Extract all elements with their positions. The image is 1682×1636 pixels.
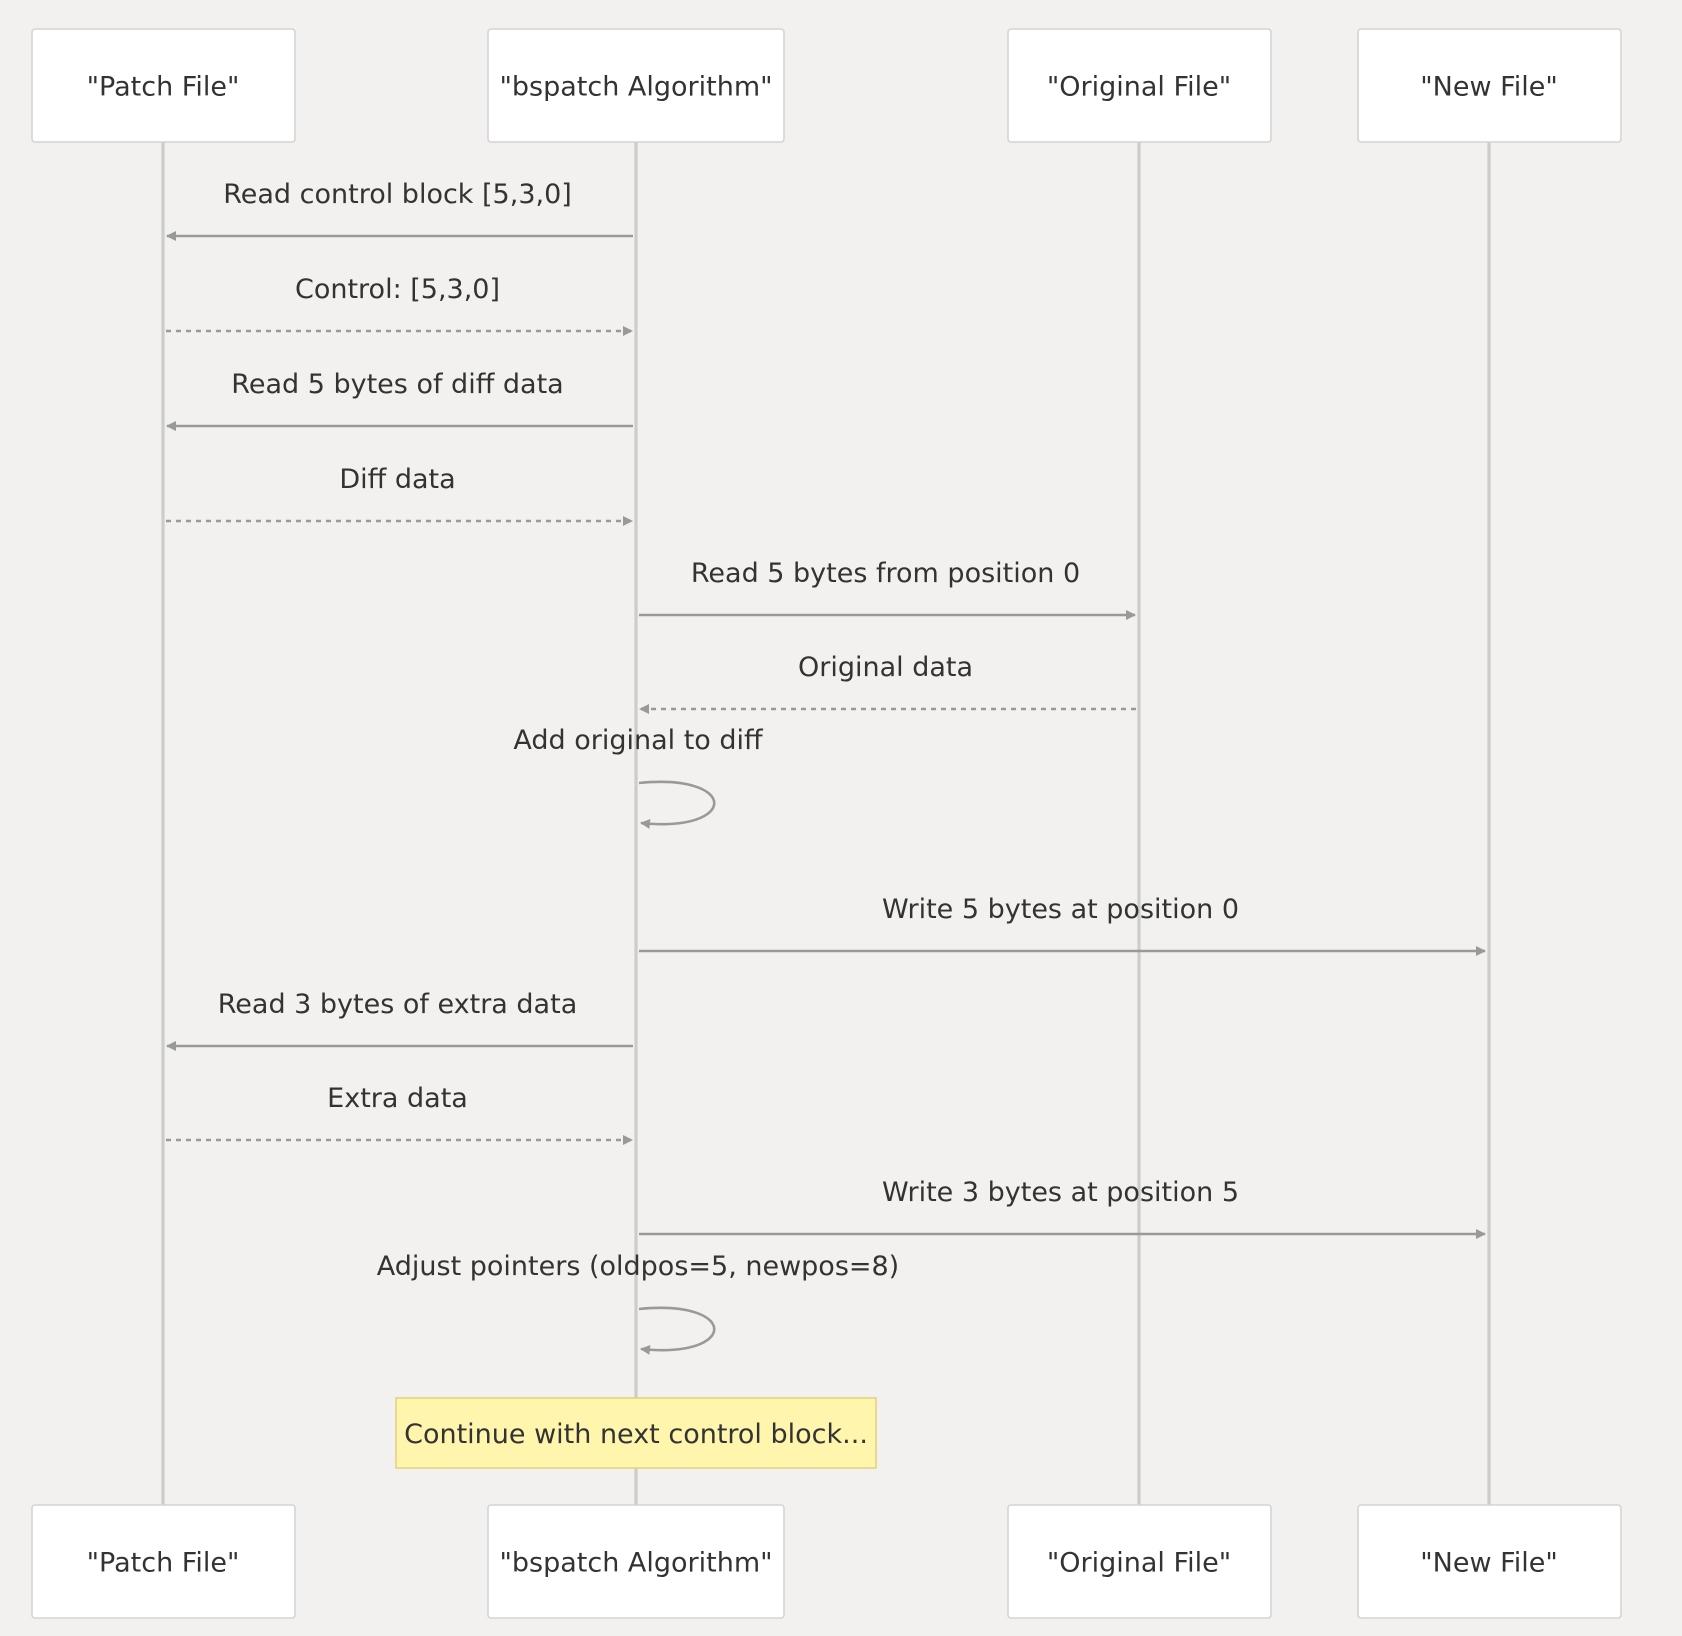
actor-box: [1007, 28, 1272, 143]
actor-label: "Patch File": [87, 72, 240, 103]
actor-label: "bspatch Algorithm": [499, 1548, 772, 1579]
message-1: Control: [5,3,0]: [166, 274, 633, 336]
note-box: [395, 1397, 877, 1469]
message-label: Read 3 bytes of extra data: [218, 989, 578, 1020]
actor-bspatch-top: "bspatch Algorithm": [487, 28, 785, 143]
actor-newfile-top: "New File": [1357, 28, 1622, 143]
message-10: Write 3 bytes at position 5: [639, 1177, 1486, 1239]
message-label: Read 5 bytes from position 0: [691, 558, 1080, 589]
message-label: Diff data: [339, 464, 455, 495]
message-label: Extra data: [327, 1083, 468, 1114]
actor-box: [487, 1504, 785, 1619]
self-message-arrow: [638, 780, 716, 829]
actor-patch-top: "Patch File": [31, 28, 296, 143]
actor-label: "New File": [1420, 72, 1558, 103]
message-label: Original data: [798, 652, 973, 683]
message-4: Read 5 bytes from position 0: [639, 558, 1136, 620]
actor-label: "Patch File": [87, 1548, 240, 1579]
message-0: Read control block [5,3,0]: [166, 179, 633, 241]
actor-original-bottom: "Original File": [1007, 1504, 1272, 1619]
message-2: Read 5 bytes of diff data: [166, 369, 633, 431]
note: Continue with next control block...: [395, 1397, 877, 1469]
actor-newfile-bottom: "New File": [1357, 1504, 1622, 1619]
actor-box: [1357, 28, 1622, 143]
message-5: Original data: [639, 652, 1136, 714]
message-9: Extra data: [166, 1083, 633, 1145]
actor-box: [1357, 1504, 1622, 1619]
message-label: Write 3 bytes at position 5: [882, 1177, 1239, 1208]
actor-label: "New File": [1420, 1548, 1558, 1579]
message-label: Read control block [5,3,0]: [223, 179, 572, 210]
actor-label: "Original File": [1047, 1548, 1231, 1579]
message-6: Add original to diff: [513, 725, 764, 829]
message-7: Write 5 bytes at position 0: [639, 894, 1486, 956]
actor-label: "Original File": [1047, 72, 1231, 103]
message-label: Add original to diff: [513, 725, 764, 756]
actor-box: [31, 1504, 296, 1619]
actor-box: [31, 28, 296, 143]
actor-bspatch-bottom: "bspatch Algorithm": [487, 1504, 785, 1619]
actor-patch-bottom: "Patch File": [31, 1504, 296, 1619]
message-8: Read 3 bytes of extra data: [166, 989, 633, 1051]
message-11: Adjust pointers (oldpos=5, newpos=8): [377, 1251, 899, 1355]
message-label: Write 5 bytes at position 0: [882, 894, 1239, 925]
actor-original-top: "Original File": [1007, 28, 1272, 143]
self-message-arrow: [638, 1306, 716, 1355]
actor-box: [1007, 1504, 1272, 1619]
note-text: Continue with next control block...: [404, 1419, 868, 1450]
message-3: Diff data: [166, 464, 633, 526]
actor-box: [487, 28, 785, 143]
actor-label: "bspatch Algorithm": [499, 72, 772, 103]
message-label: Control: [5,3,0]: [295, 274, 500, 305]
message-label: Read 5 bytes of diff data: [231, 369, 563, 400]
message-label: Adjust pointers (oldpos=5, newpos=8): [377, 1251, 899, 1282]
